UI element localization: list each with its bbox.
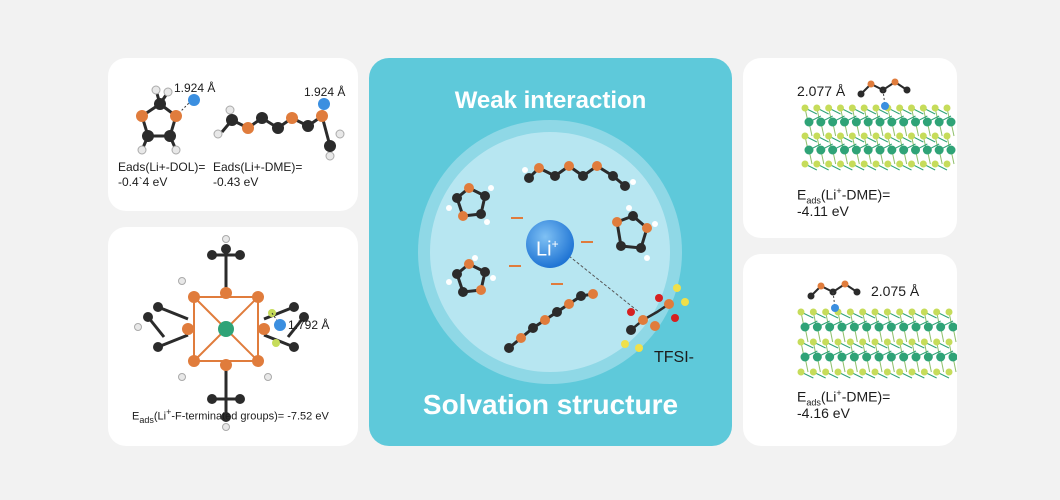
mxene-slab-icon xyxy=(797,280,957,379)
weak-interaction-title: Weak interaction xyxy=(454,87,647,114)
molecule-f-cluster-icon xyxy=(134,235,309,431)
dol-distance-label: 1.924 Å xyxy=(174,81,216,95)
solvation-diagram xyxy=(418,120,689,384)
mxene-energy-label-top: Eads(Li+-DME)= xyxy=(797,186,891,206)
molecule-dol-icon xyxy=(136,85,345,161)
solvation-structure-panel: Weak interaction xyxy=(369,58,732,446)
solvation-structure-title: Solvation structure xyxy=(422,389,679,420)
card-mxene-dme-bottom: 2.075 Å Eads(Li+-DME)= -4.16 eV xyxy=(743,254,957,446)
mxene-energy-value-bottom: -4.16 eV xyxy=(797,405,850,421)
dol-energy-line2: -0.4`4 eV xyxy=(118,175,168,189)
mxene-distance-label-top: 2.077 Å xyxy=(797,83,846,99)
mxene-energy-label-bottom: Eads(Li+-DME)= xyxy=(797,388,891,408)
card-li-solvent-adsorption: 1.924 Å 1.924 Å Eads(Li+-DOL)= -0.4`4 eV… xyxy=(108,58,358,211)
card-li-f-terminated: 1.792 Å Eads(Li+-F-terminated groups)= -… xyxy=(108,227,358,446)
mxene-energy-value-top: -4.11 eV xyxy=(797,203,849,219)
li-ion-icon xyxy=(526,220,574,268)
li-ion-label: Li+ xyxy=(536,237,559,261)
f-energy-label: Eads(Li+-F-terminated groups)= -7.52 eV xyxy=(132,407,329,425)
f-distance-label: 1.792 Å xyxy=(288,318,330,332)
mxene-slab-icon xyxy=(801,78,956,171)
tfsi-label: TFSI- xyxy=(654,349,694,366)
dme-distance-label: 1.924 Å xyxy=(304,85,346,99)
dme-energy-line1: Eads(Li+-DME)= xyxy=(213,160,303,174)
dol-energy-line1: Eads(Li+-DOL)= xyxy=(118,160,206,174)
mxene-distance-label-bottom: 2.075 Å xyxy=(871,283,920,299)
dme-energy-line2: -0.43 eV xyxy=(213,175,259,189)
card-mxene-dme-top: 2.077 Å Eads(Li+-DME)= -4.11 eV xyxy=(743,58,957,238)
